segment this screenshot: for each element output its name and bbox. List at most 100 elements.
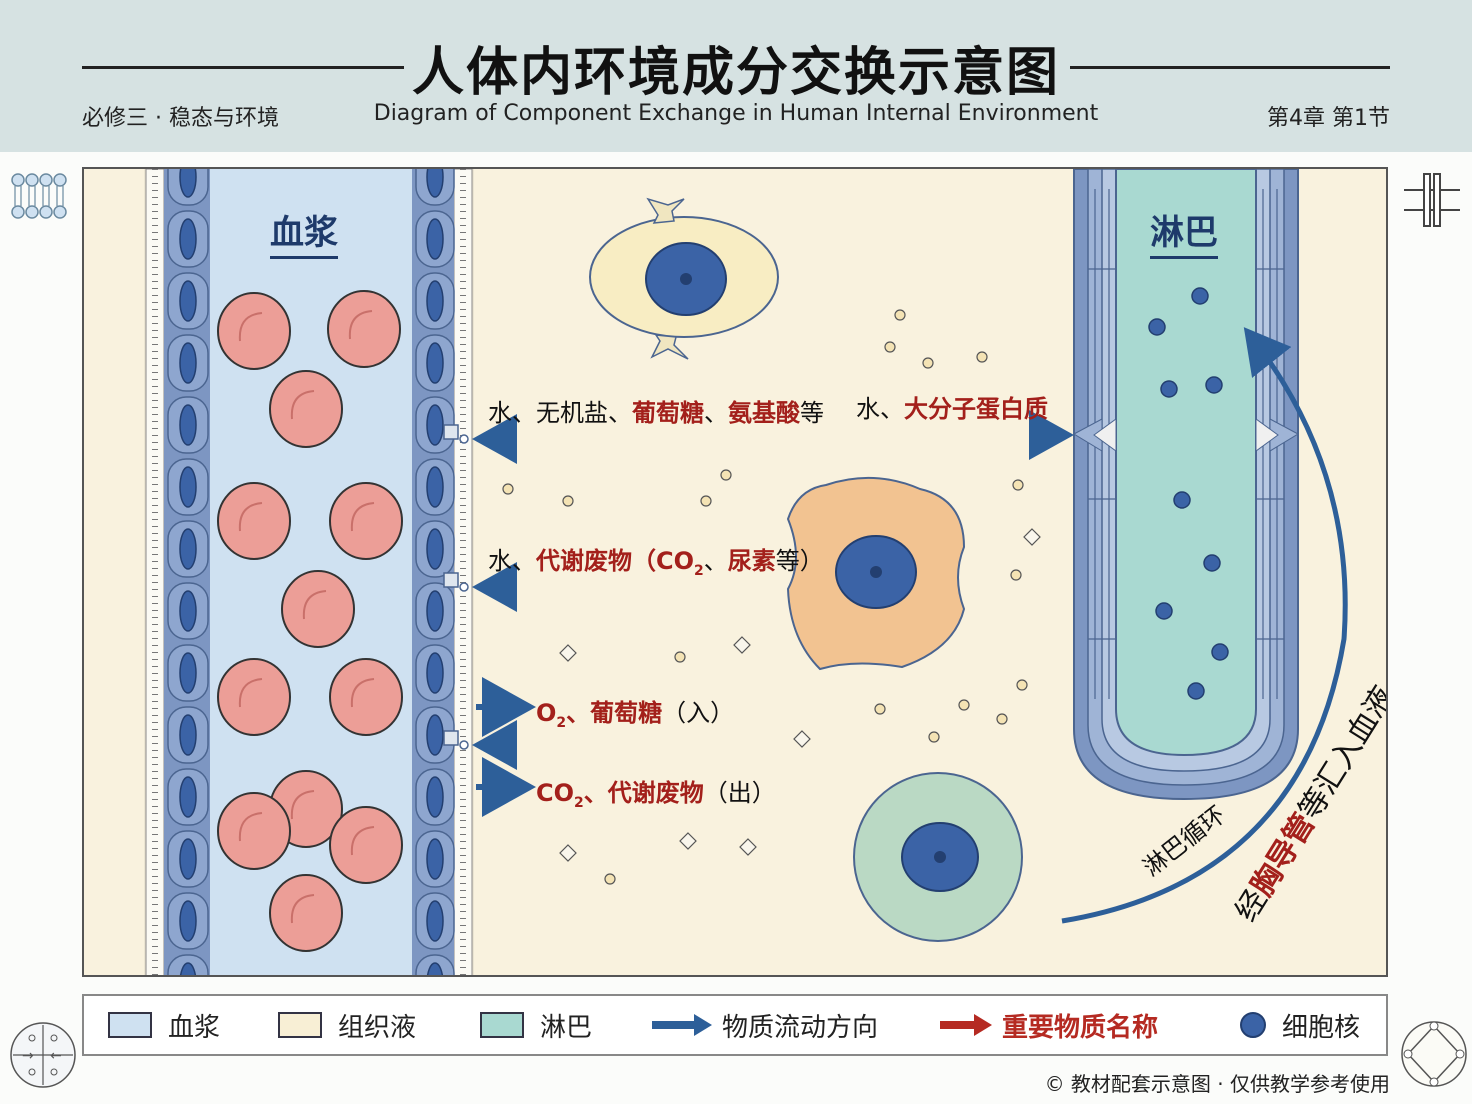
red-arrow-icon [940,1014,992,1036]
endothelial-nucleus [426,404,444,446]
solute-diamond [679,832,697,850]
legend-key-substance: 重要物质名称 [938,1008,1158,1043]
red-blood-cell [269,874,343,952]
solute-diamond [1023,528,1041,546]
endothelial-nucleus [179,280,197,322]
red-blood-cell-highlight [290,894,315,924]
red-blood-cell-highlight [290,390,315,420]
solute-diamonds [559,528,1041,862]
endothelial-nucleus [426,342,444,384]
solute-diamond [739,838,757,856]
endothelial-nucleus [179,528,197,570]
endothelial-nucleus [426,280,444,322]
label-row5: CO2、代谢废物（出） [536,779,776,811]
red-blood-cells [217,290,403,952]
endothelial-nucleus [426,900,444,942]
solute-dot [720,469,732,481]
legend-tissue-fluid: 组织液 [278,1008,416,1043]
solute-dot [922,357,934,369]
red-blood-cell [217,658,291,736]
tissue-cell-top [589,197,779,360]
solute-dot [884,341,896,353]
solute-dot [1010,569,1022,581]
red-blood-cell-highlight [350,826,375,856]
red-blood-cell [281,570,355,648]
endothelial-nucleus [179,590,197,632]
red-blood-cell [329,482,403,560]
red-blood-cell-highlight [238,502,263,532]
solute-dot [874,703,886,715]
wall-pores [443,424,469,750]
nucleus-icon [1240,1012,1266,1038]
solute-dot [562,495,574,507]
subtitle-course: 必修三 · 稳态与环境 [82,106,279,131]
tissue-cell-middle [786,476,966,671]
legend-swatch-plasma [108,1012,152,1038]
endothelial-nucleus [179,962,197,975]
endothelial-nucleus [179,714,197,756]
endothelial-nucleus [426,714,444,756]
red-blood-cell [327,290,401,368]
header-band: 人体内环境成分交换示意图 必修三 · 稳态与环境 Diagram of Comp… [0,0,1472,152]
red-blood-cell [217,292,291,370]
solute-dot [674,651,686,663]
legend: 血浆 组织液 淋巴 物质流动方向 重要物质名称 细胞核 [82,994,1388,1056]
endothelial-nucleus [426,218,444,260]
endothelial-nucleus [179,652,197,694]
blue-arrow-icon [652,1014,712,1036]
solute-dot [894,309,906,321]
endothelial-nucleus [179,218,197,260]
endothelial-nucleus [179,404,197,446]
svg-text:←: ← [50,1048,62,1064]
endothelial-nucleus [426,169,444,198]
legend-swatch-lymph [480,1012,524,1038]
endothelial-nucleus [179,776,197,818]
solute-dot [928,731,940,743]
endothelial-nucleus [426,652,444,694]
endothelial-nucleus [179,838,197,880]
solute-diamond [793,730,811,748]
solute-diamond [733,636,751,654]
page-title: 人体内环境成分交换示意图 [411,43,1060,103]
lymph-vessel [1072,169,1300,801]
membrane-icon [11,173,67,219]
endothelial-nucleus [179,342,197,384]
red-blood-cell-highlight [302,590,327,620]
red-blood-cell [269,370,343,448]
legend-nucleus: 细胞核 [1238,1008,1360,1043]
red-blood-cell-highlight [238,312,263,342]
solute-dot [1012,479,1024,491]
solute-dot [1016,679,1028,691]
solute-dot [996,713,1008,725]
solute-dot [958,699,970,711]
lymph-title: 淋巴 [1150,205,1218,259]
subtitle-chapter: 第4章 第1节 [1267,106,1390,131]
label-row2: 水、大分子蛋白质 [856,395,1048,423]
plasma-title: 血浆 [270,205,338,259]
title-rule-right [1070,66,1390,69]
legend-lymph: 淋巴 [480,1008,592,1043]
channel-icon [1404,173,1460,227]
solute-diamond [559,844,577,862]
legend-flow-direction: 物质流动方向 [650,1008,878,1043]
endothelial-nucleus [426,528,444,570]
cell-diagram-icon: →← [10,1022,76,1088]
network-icon [1401,1021,1467,1087]
arrow-lymph-circulation [1061,327,1348,924]
endothelial-nucleus [179,900,197,942]
solute-dot [976,351,988,363]
red-blood-cell-highlight [350,502,375,532]
solute-dots [502,309,1028,885]
solute-dot [604,873,616,885]
solute-dot [502,483,514,495]
red-blood-cell [217,792,291,870]
red-blood-cell [329,658,403,736]
red-blood-cell-highlight [238,678,263,708]
tissue-cell-bottom [853,772,1023,942]
svg-text:→: → [22,1048,34,1064]
endothelial-nucleus [426,962,444,975]
flow-arrows [472,327,1348,924]
label-row4: O2、葡萄糖（入） [536,699,735,731]
legend-plasma: 血浆 [108,1008,220,1043]
red-blood-cell-highlight [350,678,375,708]
